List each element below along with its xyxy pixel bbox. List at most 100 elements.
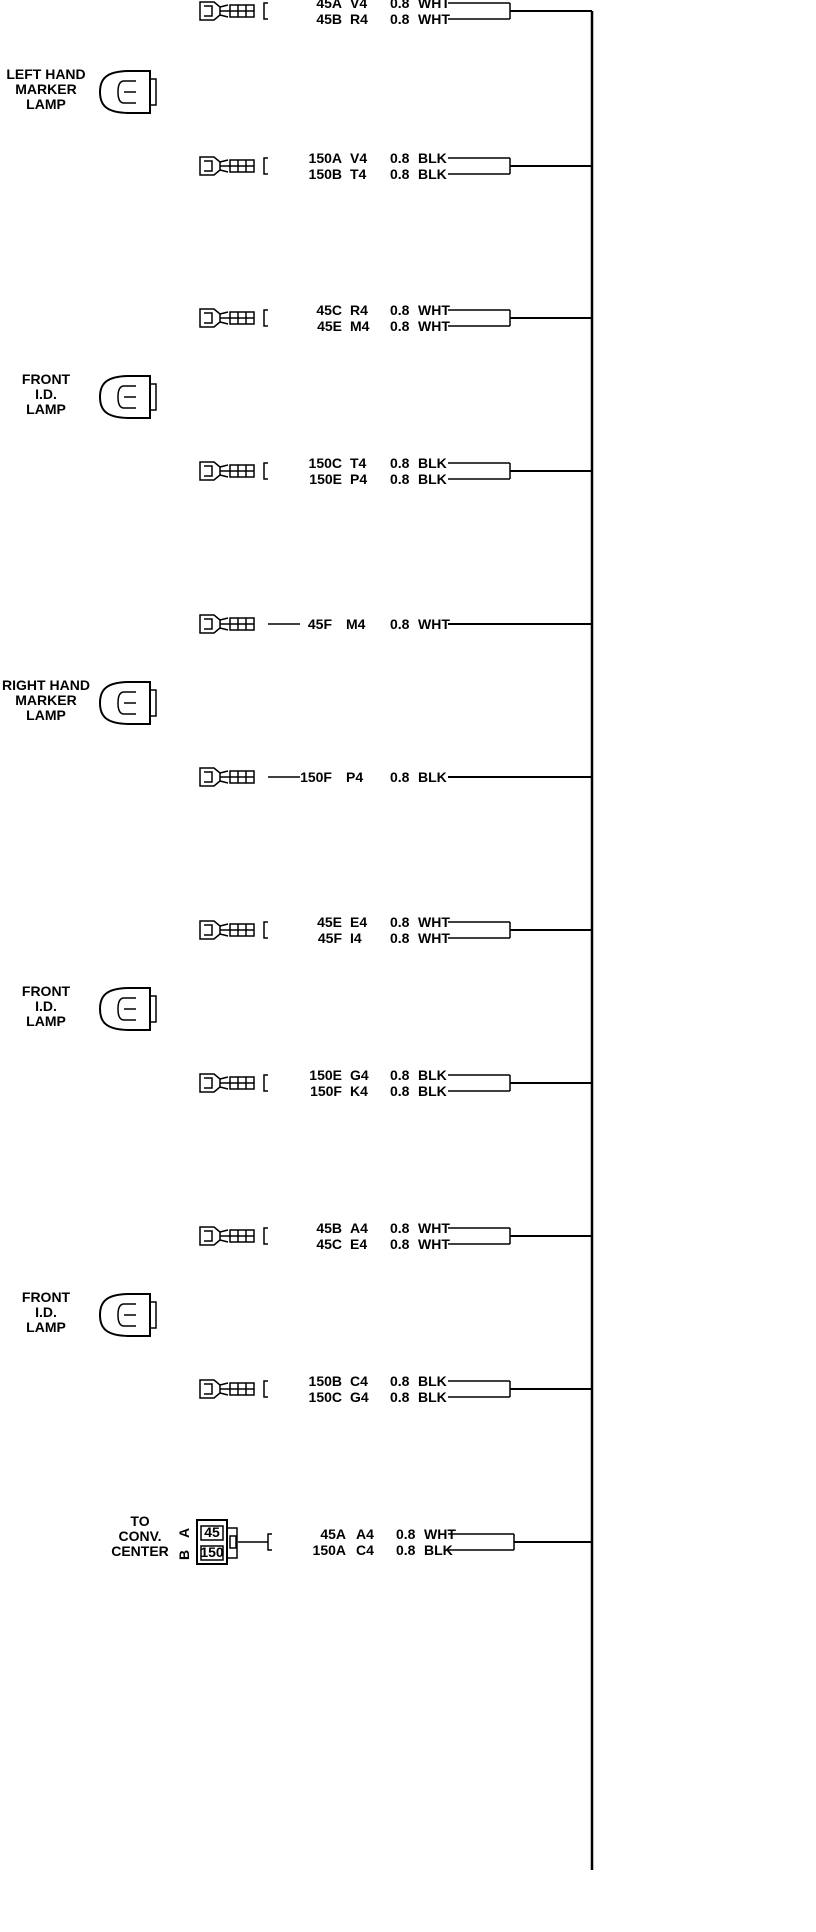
component-label: CENTER <box>111 1543 169 1559</box>
pin-label: T4 <box>350 455 367 471</box>
pin-b-label: B <box>176 1550 192 1560</box>
wire-size-label: 0.8 <box>396 1526 416 1542</box>
circuit-label: 150A <box>309 150 342 166</box>
lamp-icon <box>98 681 157 725</box>
wire-color-label: BLK <box>418 1373 447 1389</box>
component-label: LAMP <box>26 1013 66 1029</box>
terminal-connector-icon <box>199 614 255 634</box>
circuit-label: 150B <box>309 166 342 182</box>
wire-color-label: WHT <box>424 1526 456 1542</box>
pin-label: I4 <box>350 930 362 946</box>
lamp-icon <box>98 987 157 1031</box>
terminal-connector-icon <box>199 767 255 787</box>
pin-label: R4 <box>350 11 368 27</box>
wire-size-label: 0.8 <box>390 471 410 487</box>
pin-label: K4 <box>350 1083 368 1099</box>
wire-size-label: 0.8 <box>390 455 410 471</box>
pin-label: P4 <box>346 769 363 785</box>
component-label: TO <box>130 1513 149 1529</box>
pin-label: V4 <box>350 0 367 11</box>
circuit-label: 45E <box>317 914 342 930</box>
pin-label: A4 <box>356 1526 374 1542</box>
wire-size-label: 0.8 <box>390 166 410 182</box>
wire-bracket <box>267 1533 272 1551</box>
wire-color-label: WHT <box>418 930 450 946</box>
circuit-label: 150E <box>309 1067 342 1083</box>
circuit-label: 45C <box>316 1236 342 1252</box>
wire-size-label: 0.8 <box>390 930 410 946</box>
pin-label: A4 <box>350 1220 368 1236</box>
circuit-label: 150C <box>309 1389 342 1405</box>
wire-size-label: 0.8 <box>390 769 410 785</box>
wire-color-label: WHT <box>418 318 450 334</box>
wire-bracket <box>263 462 268 480</box>
wire-color-label: WHT <box>418 616 450 632</box>
terminal-connector-icon <box>199 461 255 481</box>
wire-size-label: 0.8 <box>390 914 410 930</box>
circuit-label: 45F <box>308 616 333 632</box>
terminal-connector-icon <box>199 1379 255 1399</box>
circuit-label: 45C <box>316 302 342 318</box>
component-label: FRONT <box>22 983 71 999</box>
wire-size-label: 0.8 <box>390 1083 410 1099</box>
pin-label: E4 <box>350 1236 367 1252</box>
lamp-icon <box>98 1293 157 1337</box>
pin-label: G4 <box>350 1389 369 1405</box>
pin-label: T4 <box>350 166 367 182</box>
wire-color-label: BLK <box>418 150 447 166</box>
terminal-connector-icon <box>199 156 255 176</box>
wire-bracket <box>263 1074 268 1092</box>
wire-color-label: WHT <box>418 1220 450 1236</box>
wire-color-label: BLK <box>418 769 447 785</box>
pin-label: R4 <box>350 302 368 318</box>
wire-color-label: WHT <box>418 914 450 930</box>
circuit-label: 150E <box>309 471 342 487</box>
component-label: FRONT <box>22 1289 71 1305</box>
component-label: LAMP <box>26 401 66 417</box>
wire-size-label: 0.8 <box>390 1220 410 1236</box>
wire-color-label: BLK <box>418 455 447 471</box>
circuit-label: 45A <box>316 0 342 11</box>
terminal-connector-icon <box>199 308 255 328</box>
wire-bracket <box>263 1227 268 1245</box>
component-label: CONV. <box>118 1528 161 1544</box>
circuit-label: 150A <box>313 1542 346 1558</box>
terminal-connector-icon <box>199 920 255 940</box>
pin-label: M4 <box>346 616 366 632</box>
circuit-label: 45A <box>320 1526 346 1542</box>
circuit-label: 150B <box>309 1373 342 1389</box>
wire-size-label: 0.8 <box>390 1373 410 1389</box>
pin-label: C4 <box>356 1542 374 1558</box>
wire-color-label: BLK <box>418 1083 447 1099</box>
pin-label: C4 <box>350 1373 368 1389</box>
circuit-label: 45F <box>318 930 343 946</box>
component-label: I.D. <box>35 386 57 402</box>
wire-bracket <box>263 921 268 939</box>
wire-size-label: 0.8 <box>390 302 410 318</box>
component-label: LAMP <box>26 1319 66 1335</box>
wire-size-label: 0.8 <box>390 11 410 27</box>
terminal-connector-icon <box>199 1 255 21</box>
wire-size-label: 0.8 <box>390 1389 410 1405</box>
wire-size-label: 0.8 <box>396 1542 416 1558</box>
wire-bracket <box>263 2 268 20</box>
wire-color-label: WHT <box>418 1236 450 1252</box>
wire-size-label: 0.8 <box>390 150 410 166</box>
pin-label: V4 <box>350 150 367 166</box>
wire-color-label: BLK <box>424 1542 453 1558</box>
component-label: LEFT HAND <box>6 66 85 82</box>
pin-label: E4 <box>350 914 367 930</box>
wire-color-label: WHT <box>418 302 450 318</box>
component-label: I.D. <box>35 1304 57 1320</box>
circuit-label: 45B <box>316 1220 342 1236</box>
component-label: RIGHT HAND <box>2 677 90 693</box>
pin-a-label: A <box>176 1528 192 1538</box>
wire-bracket <box>263 1380 268 1398</box>
wire-color-label: BLK <box>418 471 447 487</box>
wire-color-label: BLK <box>418 1067 447 1083</box>
component-label: I.D. <box>35 998 57 1014</box>
pin-label: P4 <box>350 471 367 487</box>
wire-size-label: 0.8 <box>390 1067 410 1083</box>
